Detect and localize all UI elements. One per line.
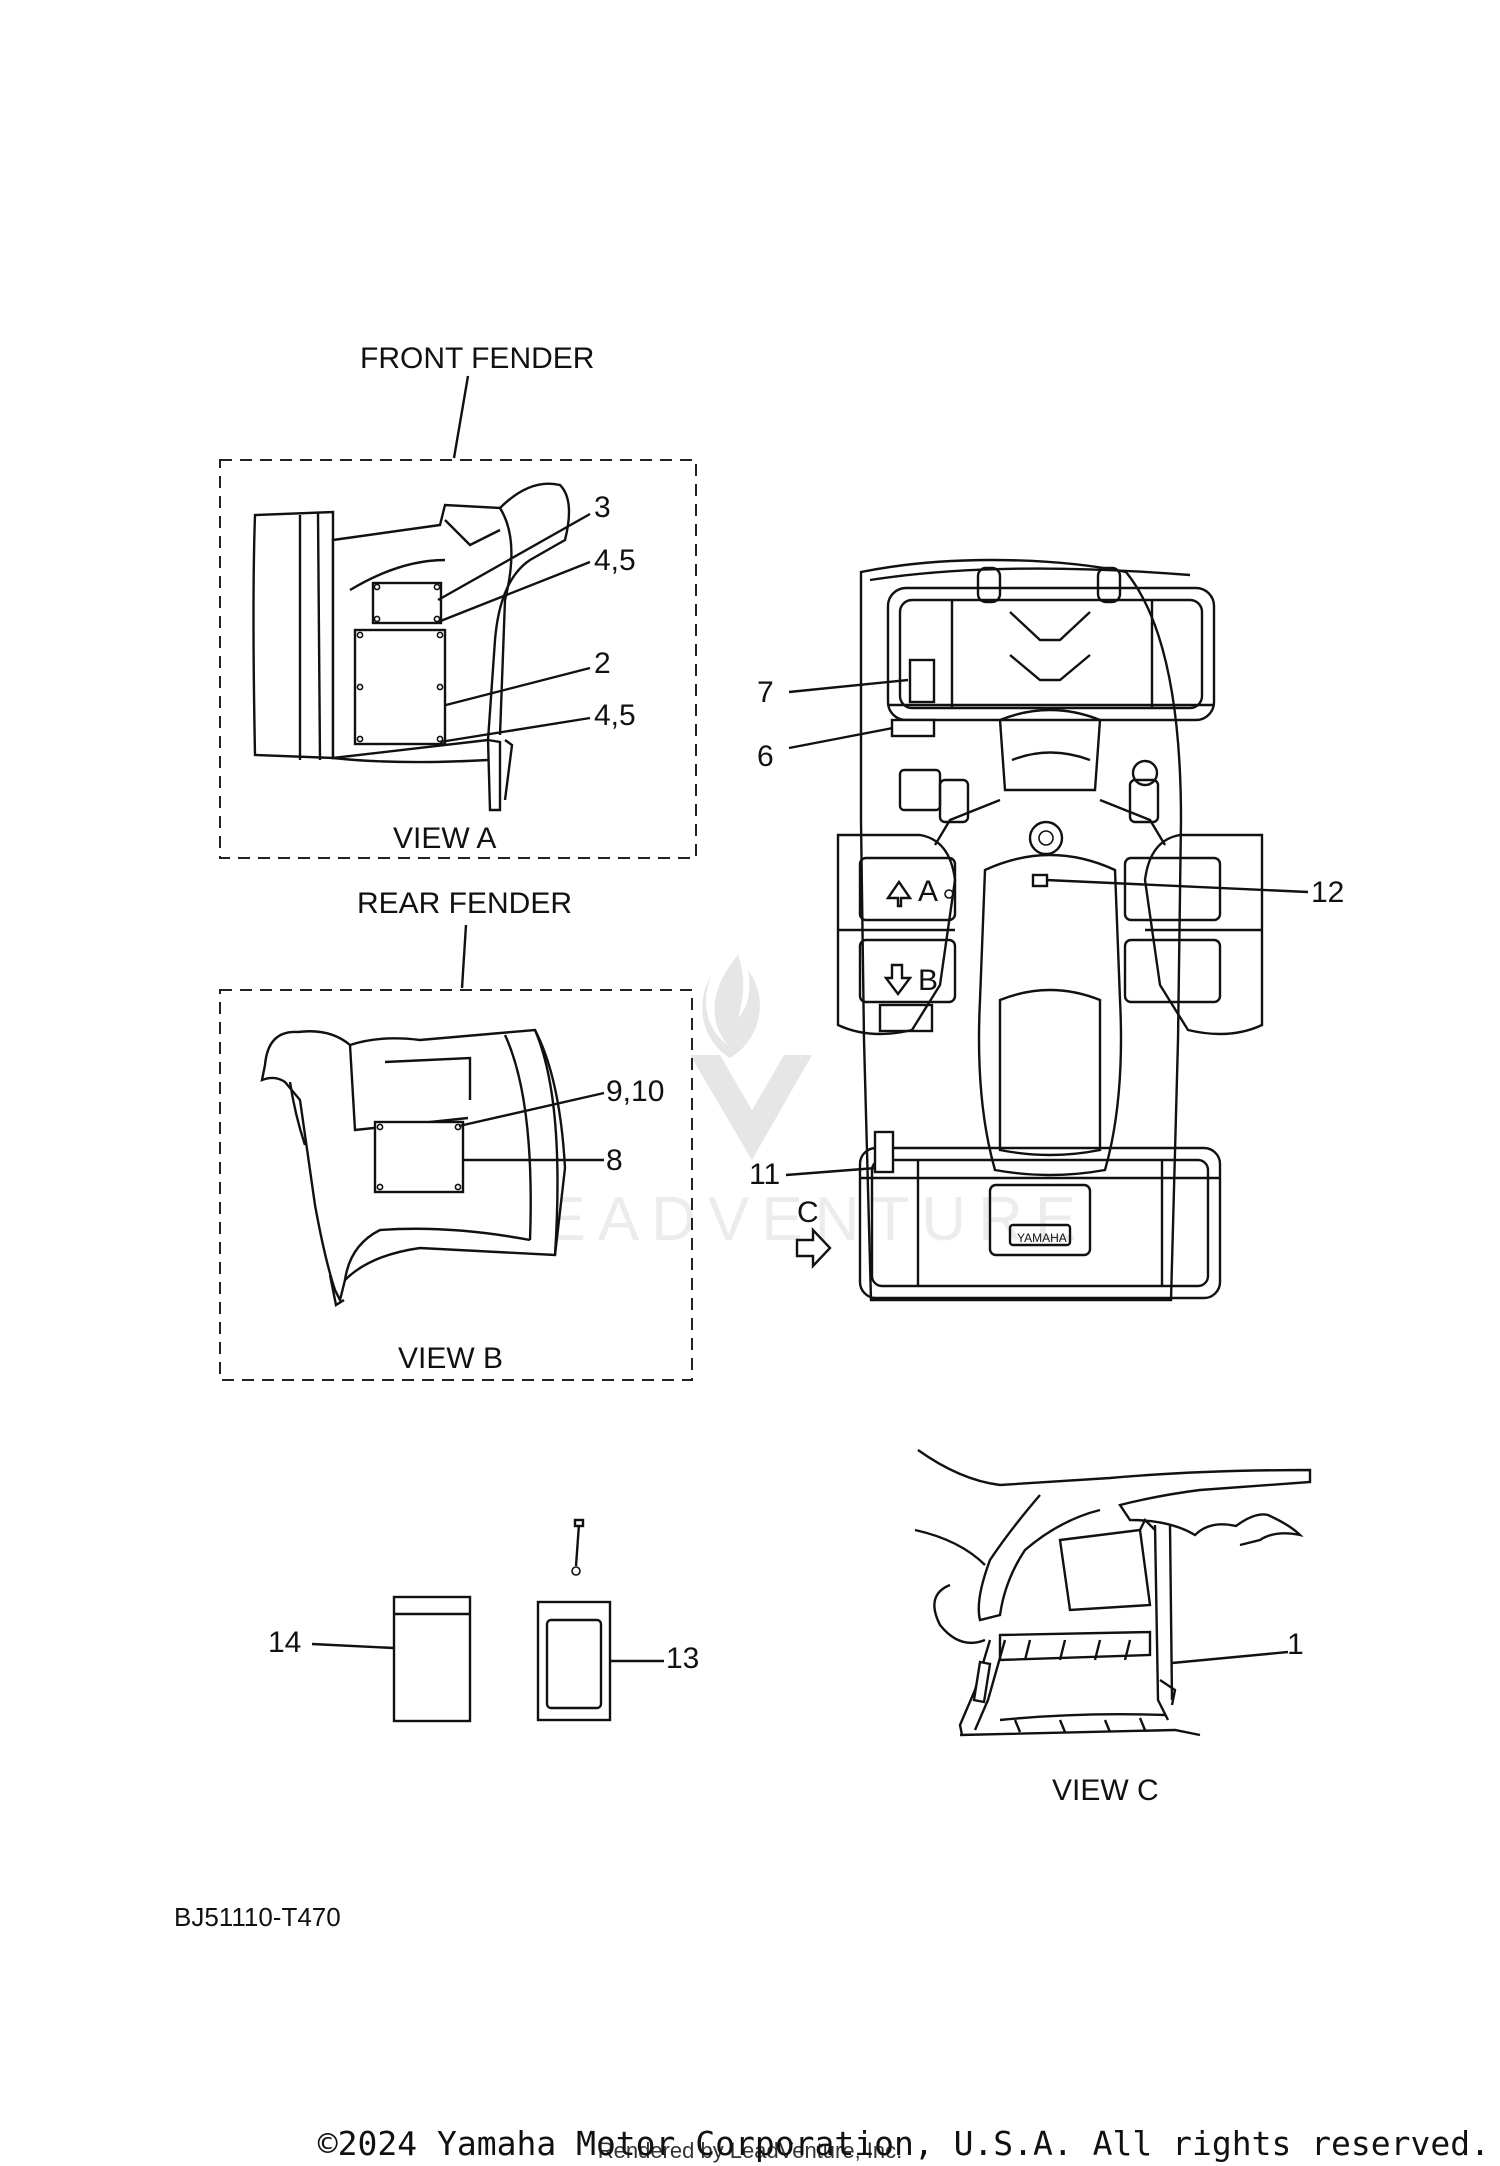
label-1-decal xyxy=(972,1660,992,1704)
view-b-caption: VIEW B xyxy=(398,1342,503,1375)
label-12-decal xyxy=(1031,873,1049,888)
rendered-by-notice: Rendered by LeadVenture, Inc. xyxy=(597,2138,903,2163)
front-fender-drawing xyxy=(252,482,571,812)
callout-14: 14 xyxy=(268,1626,301,1659)
callout-12: 12 xyxy=(1311,876,1344,909)
watermark-logo: LEADVENTURE xyxy=(498,955,1088,1254)
callout-8: 8 xyxy=(606,1144,623,1177)
label-7-decal xyxy=(908,658,936,704)
label-6-decal xyxy=(890,718,936,738)
vehicle-brand-badge: YAMAHA xyxy=(1017,1231,1067,1245)
atv-top-view: YAMAHA A B C xyxy=(795,558,1264,1302)
view-c-group: 1 VIEW C xyxy=(914,1449,1312,1807)
watermark-text: LEADVENTURE xyxy=(498,1185,1088,1254)
callout-4-5-top: 4,5 xyxy=(594,544,636,577)
view-a-frame xyxy=(219,459,697,859)
view-b-group: REAR FENDER 9,10 8 VIEW B xyxy=(219,887,693,1381)
view-b-marker: B xyxy=(918,964,938,997)
label-2-decal xyxy=(353,628,447,746)
label-3-decal xyxy=(371,581,443,625)
callout-7: 7 xyxy=(757,676,774,709)
rear-fender-drawing xyxy=(260,1028,567,1307)
callout-6: 6 xyxy=(757,740,774,773)
view-a-group: FRONT FENDER 3 4,5 2 xyxy=(219,342,697,859)
callout-11: 11 xyxy=(749,1158,780,1191)
callout-9-10: 9,10 xyxy=(606,1075,664,1108)
label-11-decal xyxy=(873,1130,895,1174)
item-14-label-sheet: 14 xyxy=(268,1595,472,1723)
callout-2: 2 xyxy=(594,647,611,680)
callout-3: 3 xyxy=(594,491,611,524)
callout-1: 1 xyxy=(1287,1628,1304,1661)
view-a-caption: VIEW A xyxy=(393,822,496,855)
view-c-marker: C xyxy=(797,1196,819,1229)
label-8-decal xyxy=(373,1120,465,1194)
drawing-code: BJ51110-T470 xyxy=(174,1902,341,1932)
rear-fender-title: REAR FENDER xyxy=(357,887,572,920)
front-fender-title: FRONT FENDER xyxy=(360,342,594,375)
view-c-caption: VIEW C xyxy=(1052,1774,1159,1807)
item-13-hang-tag: 13 xyxy=(536,1518,699,1722)
copyright-notice: ©2024 Yamaha Motor Corporation, U.S.A. A… xyxy=(317,2124,1490,2163)
view-a-marker: A xyxy=(918,875,938,908)
callout-4-5-bottom: 4,5 xyxy=(594,699,636,732)
view-b-frame xyxy=(219,989,693,1381)
callout-13: 13 xyxy=(666,1642,699,1675)
